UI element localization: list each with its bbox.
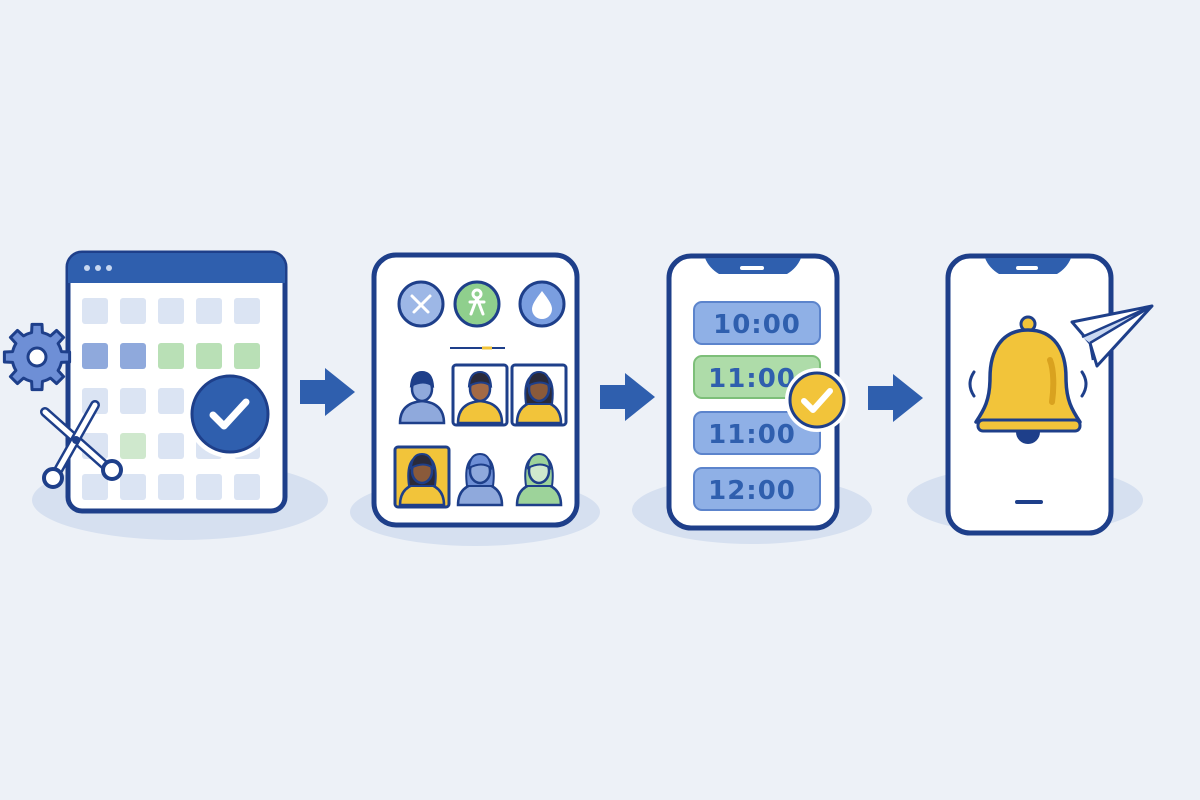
calendar-day-cell: [120, 388, 146, 414]
calendar-day-cell: [82, 298, 108, 324]
arrow-right-icon: [600, 373, 655, 421]
calendar-day-cell: [196, 343, 222, 369]
calendar-day-cell: [158, 433, 184, 459]
window-dot-icon: [106, 265, 112, 271]
bell-icon: [968, 315, 1088, 444]
staff-avatar[interactable]: [510, 363, 568, 427]
time-slot-label: 12:00: [708, 476, 796, 506]
calendar-day-cell: [196, 474, 222, 500]
scissors-icon: [410, 294, 432, 314]
calendar-grid: [82, 298, 260, 500]
step-3-time-slots: 10:00 11:00 11:00 12:00: [632, 253, 872, 544]
staff-avatar[interactable]: [398, 370, 446, 425]
staff-grid: [393, 363, 568, 509]
phone-speaker: [740, 266, 764, 270]
step-2-service-staff: [350, 252, 600, 546]
time-slot-3[interactable]: 11:00: [693, 411, 821, 455]
calendar-day-cell: [158, 343, 184, 369]
paper-plane-icon: [1070, 304, 1154, 368]
window-dot-icon: [84, 265, 90, 271]
calendar-day-cell: [120, 433, 146, 459]
calendar-day-cell: [158, 298, 184, 324]
calendar-day-cell: [82, 343, 108, 369]
calendar-day-cell: [158, 474, 184, 500]
arrow-right-icon: [868, 374, 923, 422]
staff-avatar[interactable]: [451, 363, 509, 427]
water-drop-icon: [532, 291, 552, 319]
calendar-day-cell: [120, 474, 146, 500]
calendar-day-cell: [158, 388, 184, 414]
service-option-cut[interactable]: [397, 280, 445, 328]
time-slot-label: 10:00: [713, 310, 801, 340]
calendar-day-cell: [82, 474, 108, 500]
service-option-treatment[interactable]: [518, 280, 566, 328]
step-1-calendar: [2, 250, 328, 540]
time-slot-1[interactable]: 10:00: [693, 301, 821, 345]
check-badge-icon: [186, 370, 274, 458]
staff-avatar[interactable]: [515, 452, 563, 507]
calendar-day-cell: [120, 298, 146, 324]
arrow-right-icon: [300, 368, 355, 416]
phone-home-indicator: [1015, 500, 1043, 504]
calendar-day-cell: [234, 298, 260, 324]
selected-check-icon: [785, 368, 849, 432]
calendar-day-cell: [234, 343, 260, 369]
scissors-tool-icon: [40, 400, 123, 489]
time-slot-4[interactable]: 12:00: [693, 467, 821, 511]
service-option-style[interactable]: [453, 280, 501, 328]
step-4-notification: [907, 253, 1154, 536]
calendar-day-cell: [120, 343, 146, 369]
gear-icon: [2, 322, 72, 392]
calendar-day-cell: [196, 298, 222, 324]
person-styling-icon: [468, 288, 486, 316]
calendar-day-cell: [234, 474, 260, 500]
staff-avatar[interactable]: [393, 445, 451, 509]
time-slot-label: 11:00: [708, 364, 796, 394]
phone-speaker: [1016, 266, 1038, 270]
window-dot-icon: [95, 265, 101, 271]
staff-avatar[interactable]: [456, 452, 504, 507]
calendar-title-bar: [68, 253, 285, 283]
time-slot-label: 11:00: [708, 420, 796, 450]
